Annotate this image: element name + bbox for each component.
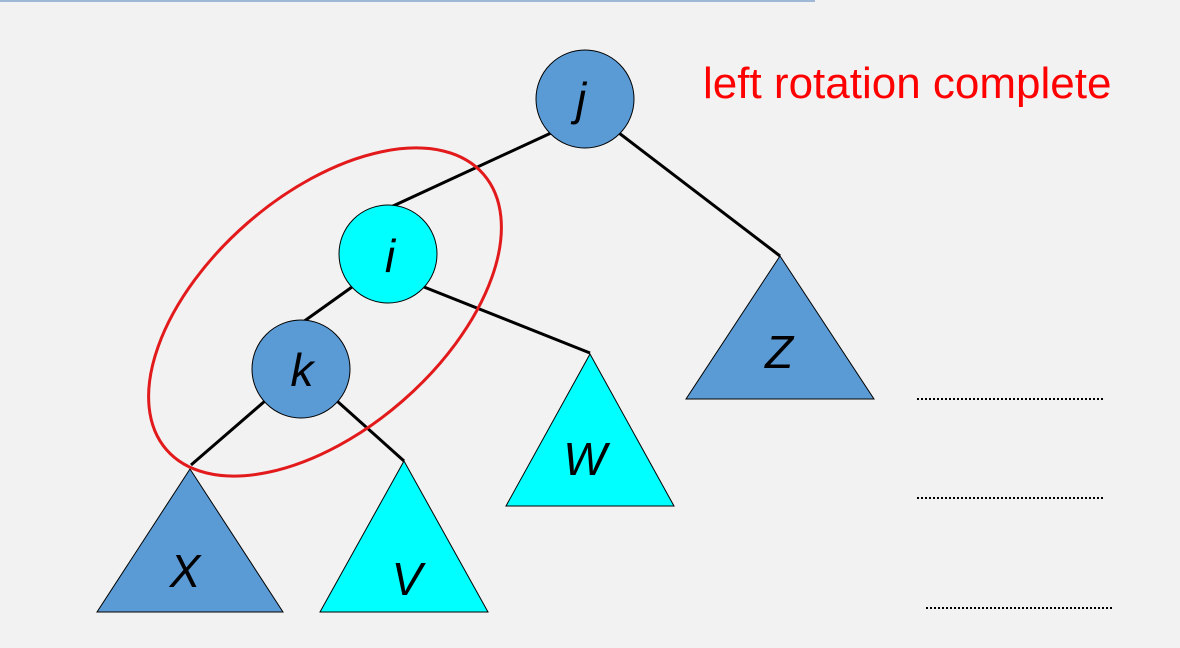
subtree-x-triangle — [96, 468, 284, 613]
node-j-circle — [535, 49, 635, 149]
subtree-v-label: V — [392, 553, 427, 605]
subtree-z: Z — [685, 255, 875, 400]
subtree-x-label: X — [169, 545, 203, 597]
subtree-x: X — [96, 468, 284, 613]
edge-i-k — [302, 285, 353, 324]
node-i-circle — [338, 204, 438, 304]
subtree-z-label: Z — [764, 326, 795, 378]
node-k: k — [251, 319, 351, 419]
edges — [190, 131, 781, 467]
edge-j-i — [379, 131, 552, 214]
subtree-z-triangle — [685, 255, 875, 400]
node-i-label: i — [385, 230, 397, 282]
edge-i-w — [423, 285, 591, 355]
dotted-lines — [917, 398, 1112, 609]
top-rule — [0, 0, 815, 2]
subtree-w-label: W — [563, 433, 611, 485]
node-k-label: k — [291, 344, 316, 396]
subtree-w: W — [505, 352, 675, 507]
subtree-v: V — [319, 459, 489, 613]
edge-j-z — [618, 131, 781, 258]
highlight-ellipse — [147, 146, 503, 478]
edge-k-x — [190, 399, 266, 467]
edge-k-v — [335, 399, 406, 463]
subtree-v-triangle — [319, 459, 489, 613]
caption: left rotation complete — [703, 59, 1112, 108]
subtree-w-triangle — [505, 352, 675, 507]
node-j: j — [535, 49, 635, 149]
node-k-circle — [251, 319, 351, 419]
node-i: i — [338, 204, 438, 304]
